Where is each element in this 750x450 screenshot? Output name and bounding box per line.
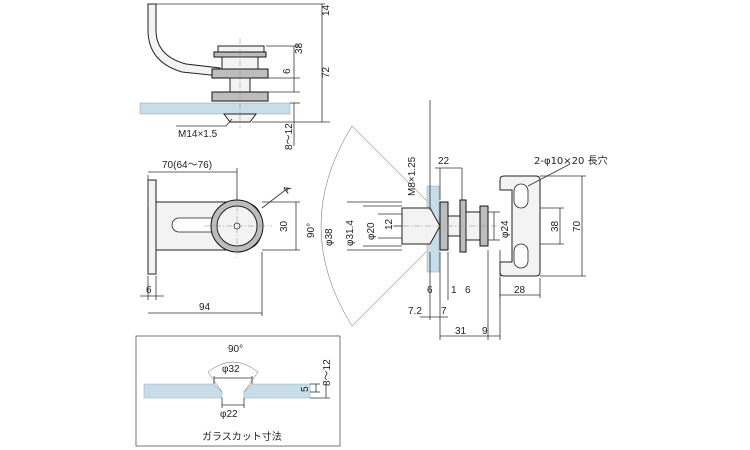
dim-length-31: 31 bbox=[455, 326, 467, 337]
cut-dim-8-12: 8～12 bbox=[322, 359, 333, 386]
glass-right bbox=[243, 383, 311, 399]
cut-dim-5: 5 bbox=[300, 386, 311, 392]
dim-top-72: 72 bbox=[321, 66, 332, 78]
glass-cut-title: ガラスカット寸法 bbox=[202, 430, 282, 443]
dim-side-28: 28 bbox=[514, 285, 526, 296]
dim-length-9: 9 bbox=[482, 326, 488, 337]
angle-arc bbox=[320, 125, 353, 327]
glass-panel bbox=[139, 102, 291, 115]
note-slot-holes: 2-φ10×20 長穴 bbox=[534, 154, 608, 167]
dim-side-6: 6 bbox=[465, 285, 471, 296]
disc-upper bbox=[217, 45, 265, 53]
dim-angle-90: 90° bbox=[306, 223, 317, 238]
front-view: 70(64～76) 30 A 6 94 bbox=[140, 160, 300, 316]
dim-front-94: 94 bbox=[199, 302, 211, 313]
dim-gap-7: 7 bbox=[441, 306, 447, 317]
section-view: M8×1.25 90° φ38 φ31.4 φ20 12 22 6 1 7.2 … bbox=[306, 100, 501, 340]
dim-width-22: 22 bbox=[438, 156, 450, 167]
top-view: 14 38 6 72 M14×1.5 8～12 bbox=[139, 3, 332, 150]
dim-dia-24: φ24 bbox=[500, 220, 511, 238]
glass-cut-detail: 90° φ32 5 8～12 φ22 ガラスカット寸法 bbox=[135, 335, 341, 447]
dim-front-6: 6 bbox=[146, 285, 152, 296]
cut-dim-angle-90: 90° bbox=[228, 344, 243, 355]
slot-upper bbox=[513, 183, 529, 209]
dim-top-6: 6 bbox=[282, 68, 293, 74]
dim-dia-31-4: φ31.4 bbox=[345, 220, 356, 246]
cut-angle-arc bbox=[207, 361, 259, 373]
cut-dim-dia-32: φ32 bbox=[222, 364, 240, 375]
dim-side-38: 38 bbox=[550, 220, 561, 232]
cut-dim-dia-22: φ22 bbox=[220, 409, 238, 420]
dim-front-30: 30 bbox=[279, 220, 290, 232]
dim-side-70: 70 bbox=[572, 220, 583, 232]
bracket-arm bbox=[147, 3, 221, 77]
dim-section-1: 1 bbox=[451, 285, 457, 296]
dim-thread-m8: M8×1.25 bbox=[407, 156, 418, 196]
dim-section-6: 6 bbox=[427, 285, 433, 296]
dim-thread-m14: M14×1.5 bbox=[178, 129, 218, 140]
dim-dia-20: φ20 bbox=[366, 222, 377, 240]
dim-depth-12: 12 bbox=[384, 218, 395, 230]
side-view: 2-φ10×20 長穴 φ24 38 70 6 28 bbox=[465, 154, 608, 298]
glass-left bbox=[143, 383, 223, 399]
dim-top-38: 38 bbox=[294, 42, 305, 54]
wall-plate bbox=[499, 175, 541, 277]
dim-dia-38: φ38 bbox=[324, 228, 335, 246]
mount-plate bbox=[147, 179, 157, 275]
section-mark-a: A bbox=[281, 184, 294, 196]
dim-top-14: 14 bbox=[321, 4, 332, 16]
dim-arm-70: 70(64～76) bbox=[162, 160, 212, 171]
dim-glass-8-12-top: 8～12 bbox=[284, 123, 295, 150]
dim-offset-7-2: 7.2 bbox=[408, 306, 422, 317]
slot-lower bbox=[513, 243, 529, 269]
